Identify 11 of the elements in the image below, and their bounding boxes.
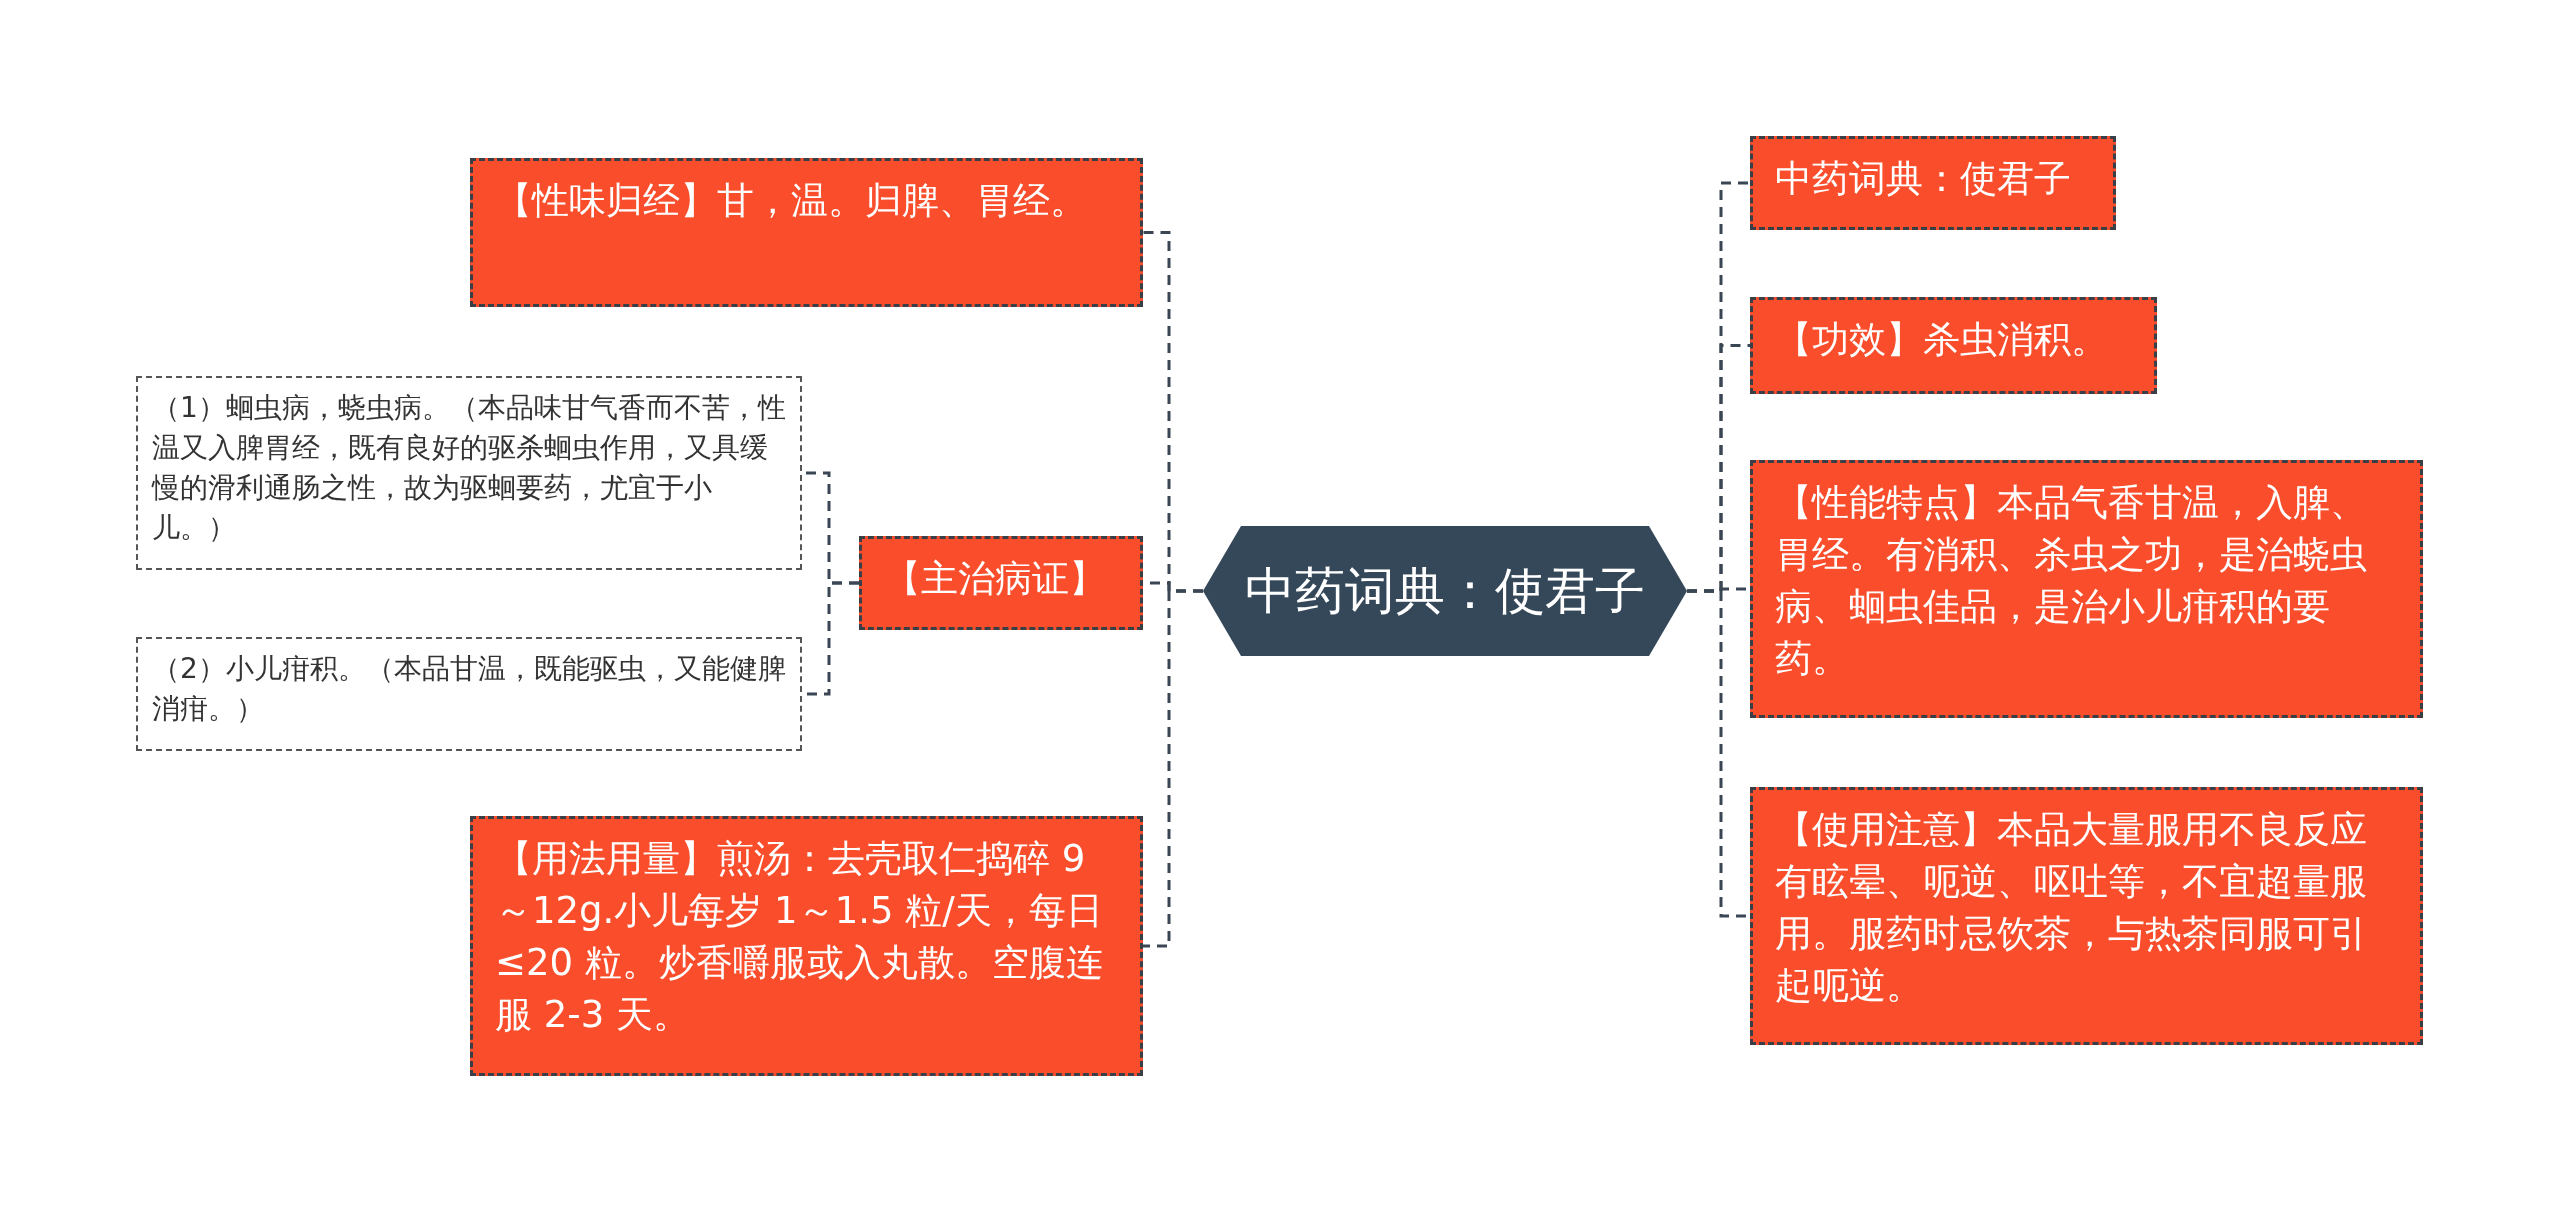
topic-box: 【用法用量】煎汤：去壳取仁捣碎 9～12g.小儿每岁 1～1.5 粒/天，每日≤20 粒。炒香嚼服或入丸散。空腹连服 2-3 天。 — [470, 816, 1143, 1076]
topic-box: 【主治病证】 — [859, 536, 1143, 630]
subtopic-box: （1）蛔虫病，蛲虫病。（本品味甘气香而不苦，性温又入脾胃经，既有良好的驱杀蛔虫作用，又具缓慢的滑利通肠之性，故为驱蛔要药，尤宜于小儿。） — [136, 376, 802, 570]
topic-box: 【功效】杀虫消积。 — [1750, 297, 2157, 394]
topic-box: 【性味归经】甘，温。归脾、胃经。 — [470, 158, 1143, 307]
topic-box: 中药词典：使君子 — [1750, 136, 2116, 230]
topic-box: 【性能特点】本品气香甘温，入脾、胃经。有消积、杀虫之功，是治蛲虫病、蛔虫佳品，是治小儿疳积的要药。 — [1750, 460, 2423, 718]
topic-box: 【使用注意】本品大量服用不良反应有眩晕、呃逆、呕吐等，不宜超量服用。服药时忌饮茶，与热茶同服可引起呃逆。 — [1750, 787, 2423, 1045]
connector-line — [1143, 589, 1203, 948]
central-topic-hexagon: 中药词典：使君子 — [1203, 526, 1687, 656]
subtopic-box: （2）小儿疳积。（本品甘温，既能驱虫，又能健脾消疳。） — [136, 637, 802, 751]
